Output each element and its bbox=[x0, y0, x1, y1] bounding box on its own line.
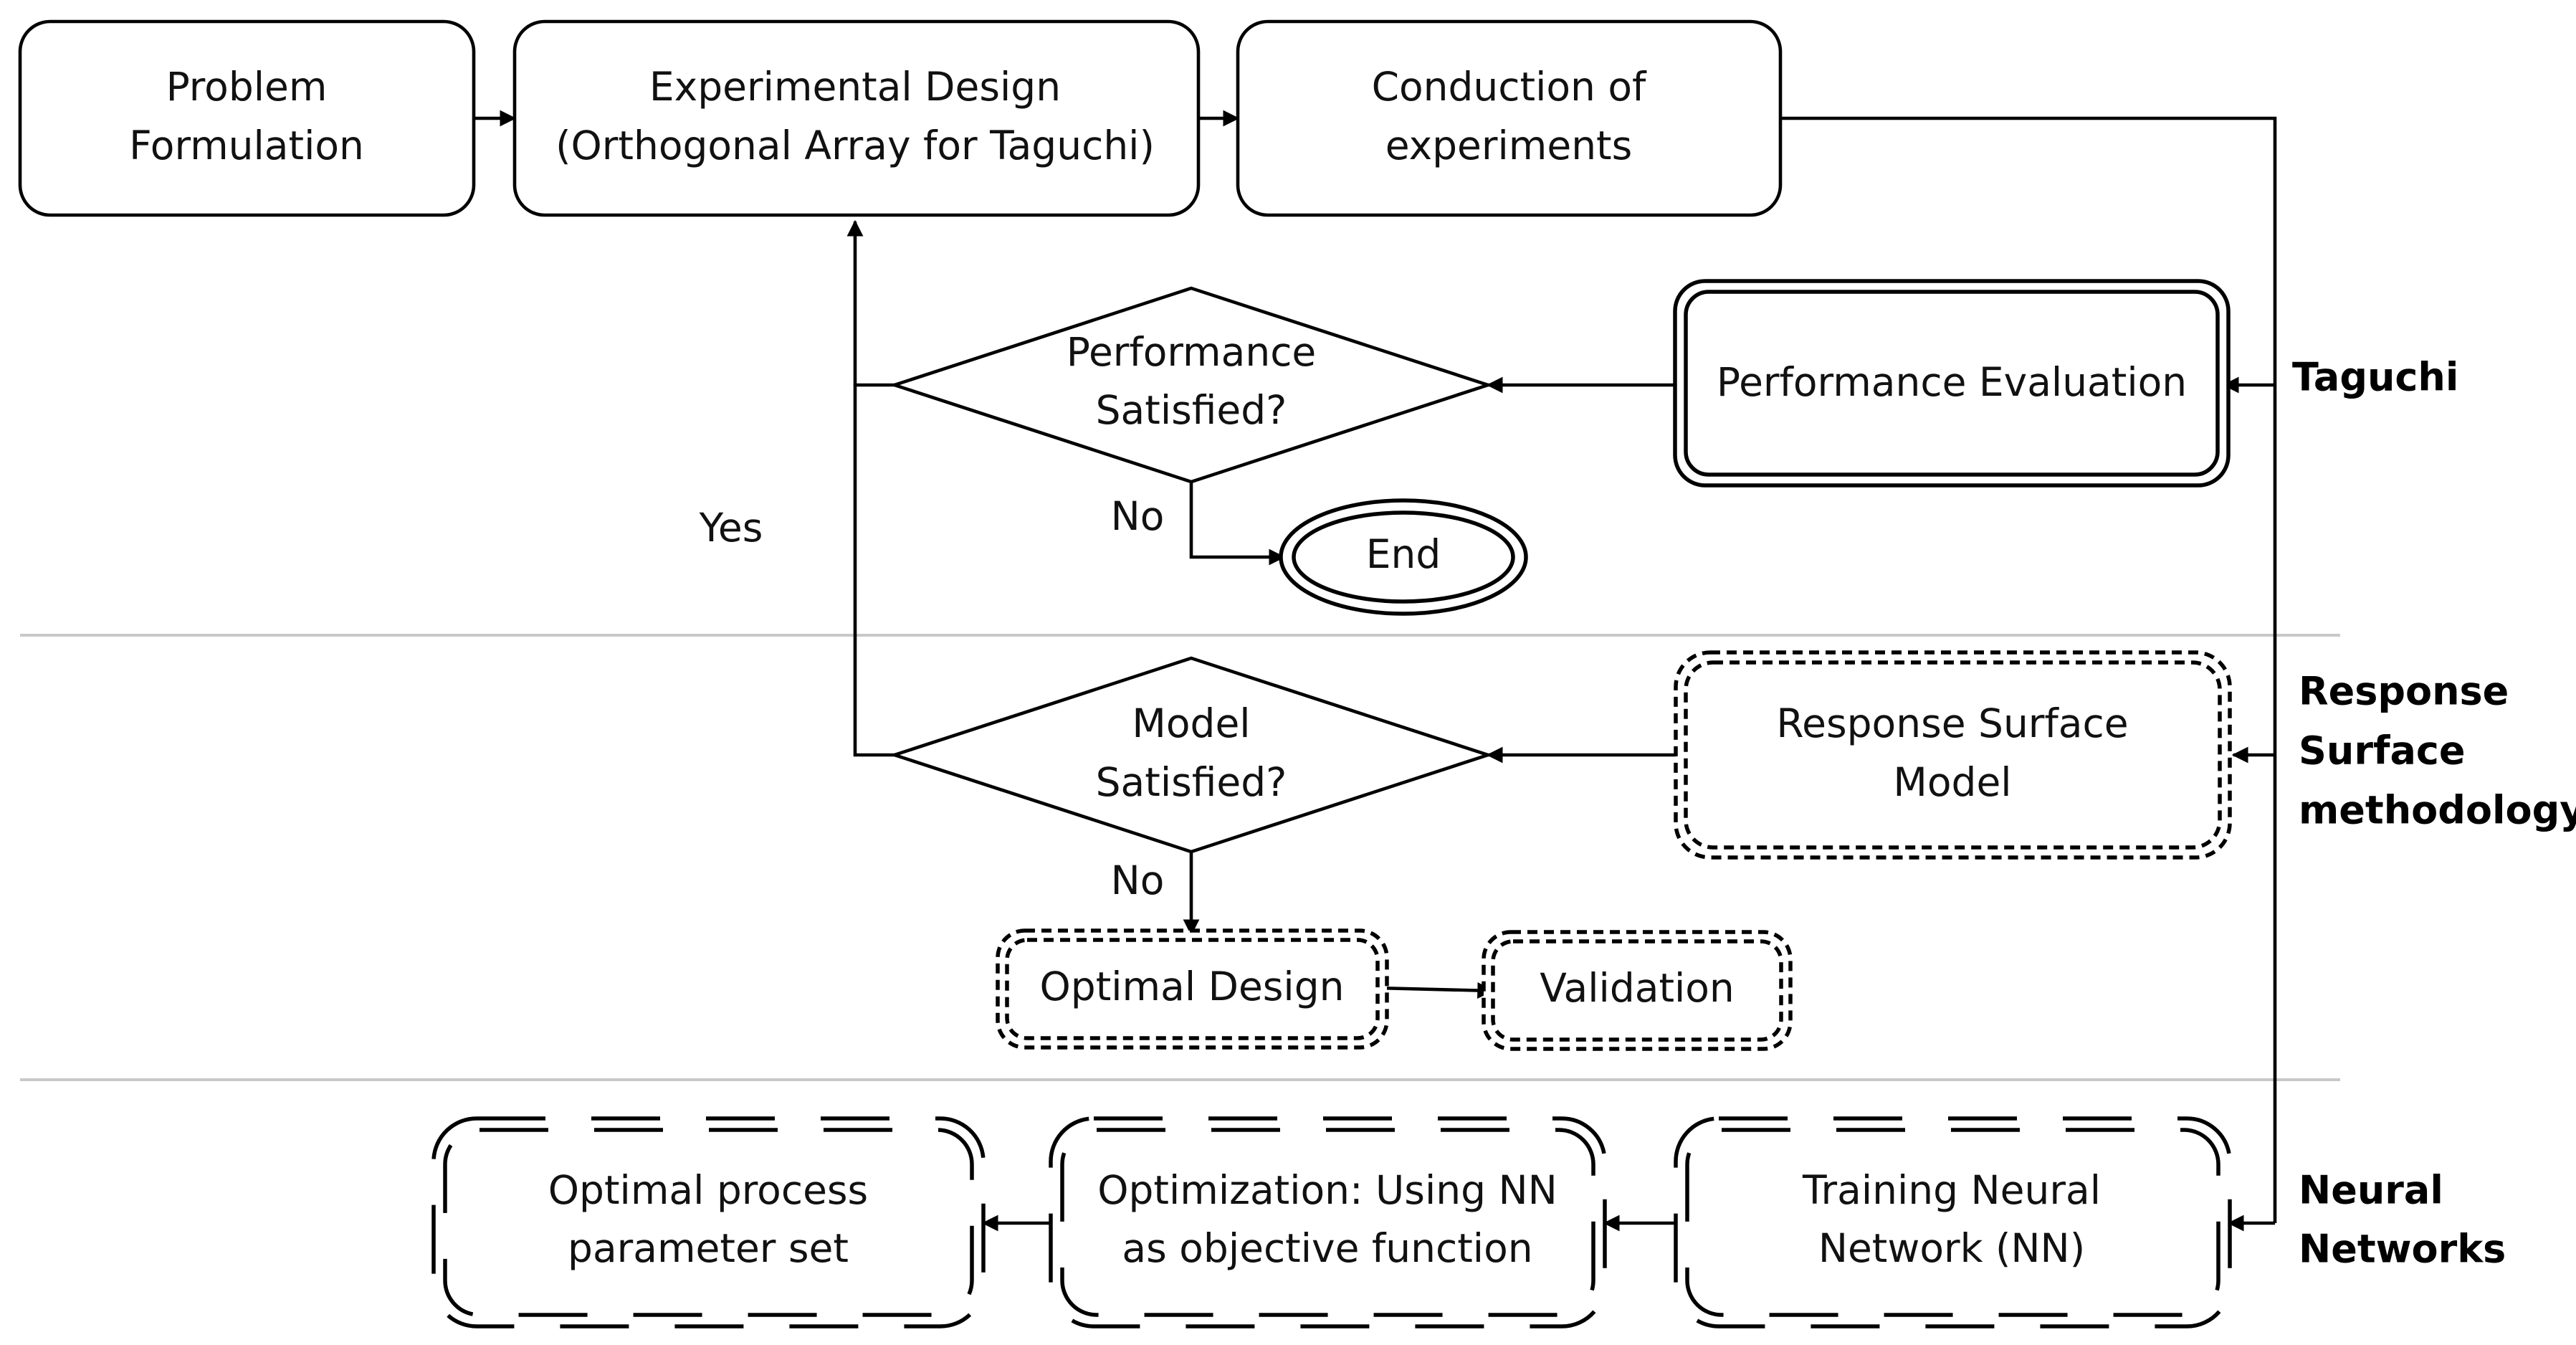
validation-label: Validation bbox=[1540, 965, 1735, 1011]
no-label-model: No bbox=[1111, 857, 1165, 903]
conduction-line-2: experiments bbox=[1385, 123, 1633, 168]
arrow-design-to-validation bbox=[1376, 982, 1494, 999]
model-decision-line-1: Model bbox=[1132, 700, 1250, 746]
yes-branch-line bbox=[853, 383, 895, 757]
model-decision-line-2: Satisfied? bbox=[1096, 759, 1287, 805]
response-surface-line-2: Model bbox=[1893, 759, 2011, 805]
conduction-box: Conduction of experiments bbox=[1236, 19, 1783, 217]
optimization-nn-line-1: Optimization: Using NN bbox=[1097, 1167, 1557, 1213]
optimal-design-label: Optimal Design bbox=[1040, 964, 1345, 1009]
trunk-line bbox=[1780, 116, 2277, 1223]
validation-box: Validation bbox=[1482, 930, 1793, 1051]
optimal-parameter-set-box: Optimal process parameter set bbox=[431, 1116, 986, 1329]
connectors bbox=[474, 110, 2277, 1232]
optimization-nn-line-2: as objective function bbox=[1122, 1225, 1532, 1271]
optimization-nn-box: Optimization: Using NN as objective func… bbox=[1049, 1116, 1607, 1329]
optimal-parameter-line-1: Optimal process bbox=[548, 1167, 868, 1213]
end-terminator: End bbox=[1279, 498, 1528, 616]
conduction-line-1: Conduction of bbox=[1372, 64, 1647, 110]
experimental-design-line-2: (Orthogonal Array for Taguchi) bbox=[555, 123, 1155, 168]
performance-decision-diamond: Performance Satisfied? bbox=[889, 286, 1494, 484]
optimal-parameter-line-2: parameter set bbox=[568, 1225, 849, 1271]
training-nn-line-1: Training Neural bbox=[1802, 1167, 2101, 1213]
section-label-rsm-line-1: Response bbox=[2299, 669, 2509, 714]
arrow-no-to-end bbox=[1189, 480, 1286, 566]
section-label-taguchi: Taguchi bbox=[2292, 355, 2458, 400]
no-label-performance: No bbox=[1111, 493, 1165, 539]
problem-formulation-line-2: Formulation bbox=[129, 123, 364, 168]
yes-label: Yes bbox=[699, 505, 763, 551]
response-surface-line-1: Response Surface bbox=[1776, 700, 2128, 746]
end-label: End bbox=[1366, 531, 1441, 577]
performance-evaluation-label: Performance Evaluation bbox=[1717, 359, 2187, 405]
performance-evaluation-box: Performance Evaluation bbox=[1673, 279, 2231, 488]
performance-decision-line-2: Satisfied? bbox=[1096, 387, 1287, 433]
optimal-design-box: Optimal Design bbox=[996, 928, 1389, 1050]
training-nn-line-2: Network (NN) bbox=[1818, 1225, 2085, 1271]
experimental-design-box: Experimental Design (Orthogonal Array fo… bbox=[512, 19, 1201, 217]
section-label-rsm-line-2: Surface bbox=[2299, 728, 2466, 774]
training-nn-box: Training Neural Network (NN) bbox=[1674, 1116, 2232, 1329]
performance-decision-line-1: Performance bbox=[1067, 329, 1317, 375]
problem-formulation-box: Problem Formulation bbox=[18, 19, 476, 217]
model-decision-diamond: Model Satisfied? bbox=[889, 656, 1494, 854]
section-label-nn-line-2: Networks bbox=[2299, 1227, 2506, 1272]
section-label-rsm-line-3: methodology bbox=[2299, 788, 2576, 833]
experimental-design-line-1: Experimental Design bbox=[649, 64, 1061, 110]
response-surface-model-box: Response Surface Model bbox=[1674, 650, 2232, 860]
section-label-nn-line-1: Neural bbox=[2299, 1168, 2443, 1213]
problem-formulation-line-1: Problem bbox=[166, 64, 328, 110]
